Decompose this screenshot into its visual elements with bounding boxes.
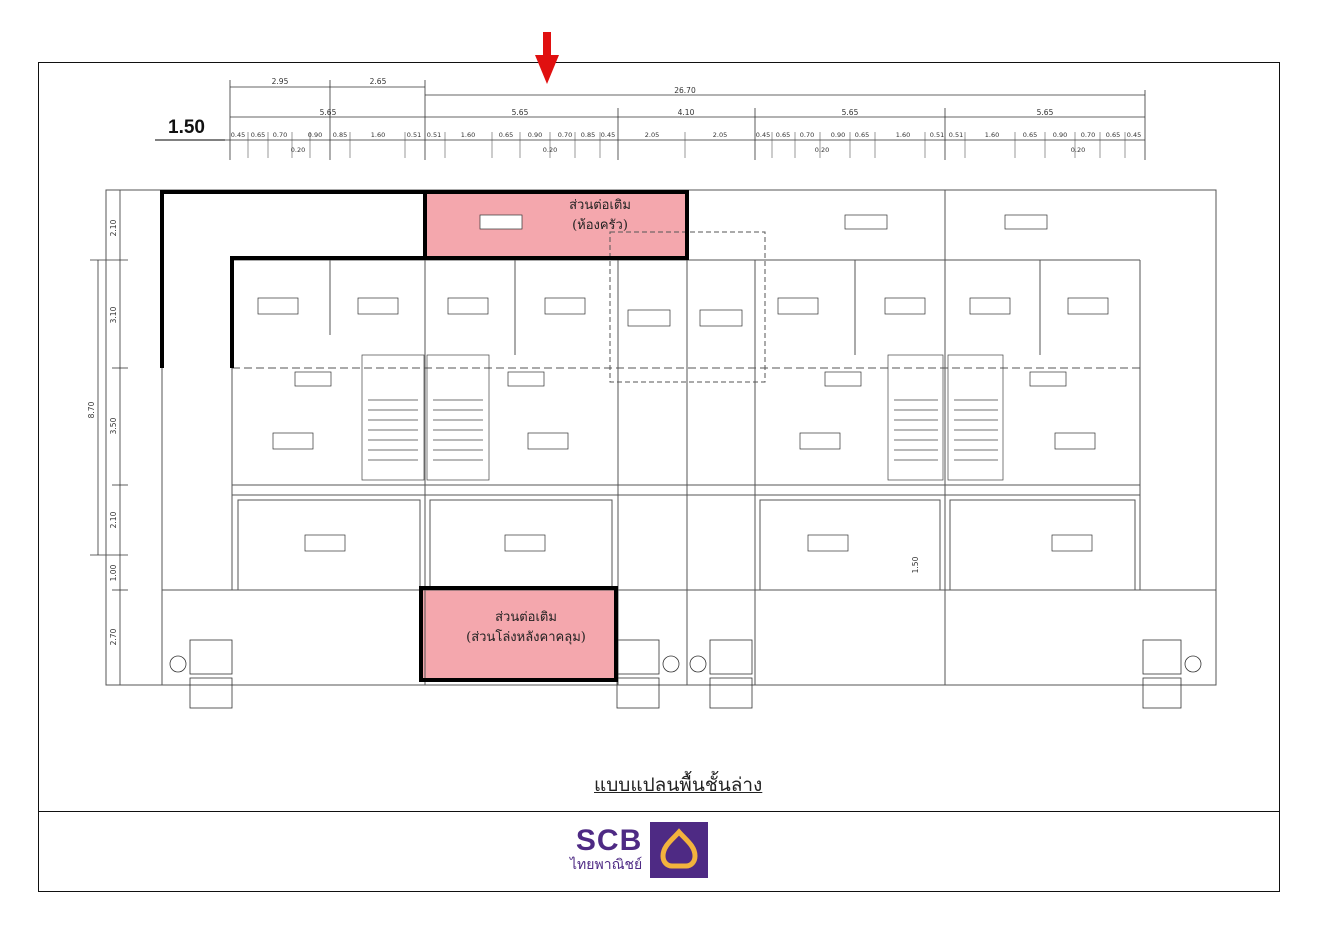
dim-sub: 0.90 <box>308 131 322 139</box>
scb-logo: SCB ไทยพาณิชย์ <box>570 822 709 878</box>
addition-outlines <box>155 139 689 682</box>
dim-left-3: 3.50 <box>109 417 118 434</box>
dim-unit-4: 5.65 <box>842 108 859 117</box>
dim-sub: 1.60 <box>896 131 910 139</box>
entry-details <box>169 639 1202 709</box>
callout-line: ส่วนต่อเติม <box>569 198 631 213</box>
dim-sub-small: 0.20 <box>291 146 305 154</box>
callout-line: (ห้องครัว) <box>572 218 628 233</box>
dim-sub: 0.65 <box>1106 131 1120 139</box>
dim-sub: 0.45 <box>231 131 245 139</box>
dim-unit-5: 5.65 <box>1037 108 1054 117</box>
dim-sub: 0.65 <box>499 131 513 139</box>
plan-title: แบบแปลนพื้นชั้นล่าง <box>594 774 763 796</box>
top-dimension-lines <box>156 80 1146 160</box>
dim-sub: 0.51 <box>427 131 441 139</box>
dim-top-1: 2.95 <box>272 77 289 86</box>
dim-sub: 0.65 <box>855 131 869 139</box>
dim-sub: 0.90 <box>1053 131 1067 139</box>
dim-left-2: 3.10 <box>109 306 118 323</box>
dim-sub: 0.70 <box>273 131 287 139</box>
dim-sub: 0.65 <box>1023 131 1037 139</box>
dim-sub: 0.45 <box>1127 131 1141 139</box>
kitchen-addition-area <box>425 192 687 258</box>
dim-sub: 0.85 <box>333 131 347 139</box>
left-dimension-lines <box>90 189 128 686</box>
dim-sub-small: 0.20 <box>815 146 829 154</box>
scb-emblem-icon <box>650 822 709 878</box>
callout-line: (ส่วนโล่งหลังคาคลุม) <box>466 630 586 645</box>
dim-sub: 0.70 <box>1081 131 1095 139</box>
dim-sub: 0.70 <box>800 131 814 139</box>
dim-sub: 0.51 <box>407 131 421 139</box>
dim-sub: 2.05 <box>713 131 727 139</box>
dim-left-1: 2.10 <box>109 219 118 236</box>
carport-addition-callout: ส่วนต่อเติม (ส่วนโล่งหลังคาคลุม) <box>452 608 600 648</box>
drawing-frame <box>38 62 1280 892</box>
carport-addition-area <box>421 588 616 680</box>
top-dimension-ticks <box>247 132 1126 158</box>
dim-unit-1: 5.65 <box>320 108 337 117</box>
dim-sub: 0.45 <box>601 131 615 139</box>
kitchen-addition-callout: ส่วนต่อเติม (ห้องครัว) <box>540 196 660 236</box>
dim-top-2: 2.65 <box>370 77 387 86</box>
dim-sub: 2.05 <box>645 131 659 139</box>
dim-left-total: 8.70 <box>87 401 96 418</box>
dim-sub: 1.60 <box>371 131 385 139</box>
room-tags <box>257 214 1109 552</box>
dim-sub: 0.65 <box>776 131 790 139</box>
dim-sub-small: 0.20 <box>543 146 557 154</box>
callout-line: ส่วนต่อเติม <box>495 610 557 625</box>
dim-sub: 0.85 <box>581 131 595 139</box>
staircases <box>361 354 1004 481</box>
dim-top-total: 26.70 <box>674 86 696 95</box>
dim-sub-small: 0.20 <box>1071 146 1085 154</box>
dim-left-4: 2.10 <box>109 511 118 528</box>
dim-sub: 0.65 <box>251 131 265 139</box>
dim-sub: 0.51 <box>930 131 944 139</box>
dim-sub: 1.60 <box>985 131 999 139</box>
dim-unit-3: 4.10 <box>678 108 695 117</box>
dim-sub: 0.90 <box>528 131 542 139</box>
dim-unit-2: 5.65 <box>512 108 529 117</box>
title-block-divider <box>38 811 1280 812</box>
dim-sub: 0.45 <box>756 131 770 139</box>
dim-sub: 0.51 <box>949 131 963 139</box>
dim-sub: 0.70 <box>558 131 572 139</box>
logo-thai-text: ไทยพาณิชย์ <box>570 857 643 873</box>
dim-inner: 1.50 <box>911 556 920 573</box>
logo-brand-text: SCB <box>575 824 643 857</box>
building-walls <box>105 189 1217 686</box>
marker-arrow-icon <box>535 32 559 84</box>
dimension-marker-label: 1.50 <box>168 117 205 138</box>
dim-sub: 1.60 <box>461 131 475 139</box>
dim-left-6: 2.70 <box>109 628 118 645</box>
dim-sub: 0.90 <box>831 131 845 139</box>
dim-left-5: 1.00 <box>109 564 118 581</box>
